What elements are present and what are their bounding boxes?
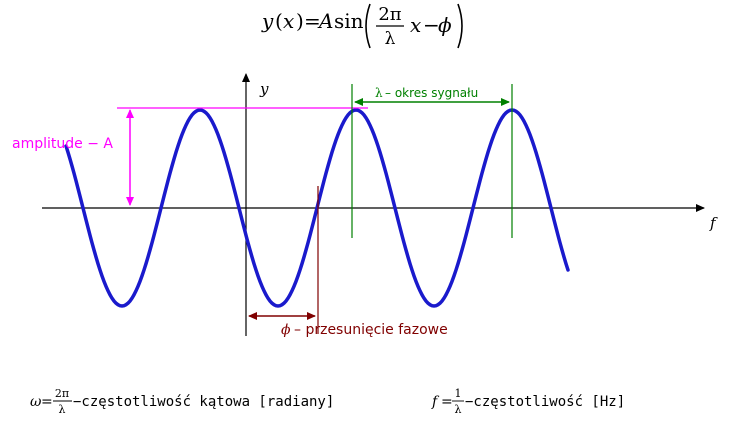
formula-y: y xyxy=(261,9,274,33)
omega-description: −częstotliwość kątowa [radiany] xyxy=(73,394,334,410)
omega-symbol: ω xyxy=(30,394,42,410)
formula-x-arg: x xyxy=(283,9,294,33)
amplitude-label: amplitude − A xyxy=(12,136,113,152)
formula-big-paren-left xyxy=(365,3,371,49)
phase-symbol: ϕ xyxy=(281,322,291,338)
frequency-equals: = xyxy=(441,394,453,410)
frequency-description: −częstotliwość [Hz] xyxy=(465,394,625,410)
period-label: – okres sygnału xyxy=(385,86,478,100)
formula-minus: − xyxy=(423,13,440,37)
formula-phi: ϕ xyxy=(438,13,452,37)
angular-frequency-formula: ω = 2π λ −częstotliwość kątowa [radiany] xyxy=(30,387,334,416)
formula-x: x xyxy=(410,13,421,37)
frequency-symbol: f xyxy=(431,394,440,410)
formula-amplitude: A xyxy=(317,9,333,33)
formula-paren-close: ) xyxy=(296,9,304,33)
formula-lambda: λ xyxy=(385,29,396,49)
frequency-one: 1 xyxy=(455,387,462,400)
frequency-formula: f = 1 λ −częstotliwość [Hz] xyxy=(431,387,625,416)
omega-lambda: λ xyxy=(59,403,66,416)
omega-equals: = xyxy=(41,394,53,410)
formula-sin: sin xyxy=(334,9,364,33)
sine-wave xyxy=(64,108,570,308)
x-axis-label: f xyxy=(709,214,718,232)
formula-equals: = xyxy=(304,9,321,33)
omega-two-pi: 2π xyxy=(55,387,69,400)
formula-two-pi: 2π xyxy=(378,4,401,25)
formula-paren-open: ( xyxy=(275,9,283,33)
phase-label: – przesunięcie fazowe xyxy=(294,322,448,338)
formula-big-paren-right xyxy=(457,3,463,49)
period-symbol: λ xyxy=(375,86,383,100)
y-axis-label: y xyxy=(259,80,269,98)
sine-formula: y ( x ) = A sin 2π λ x − ϕ xyxy=(261,3,463,49)
frequency-lambda: λ xyxy=(455,403,462,416)
